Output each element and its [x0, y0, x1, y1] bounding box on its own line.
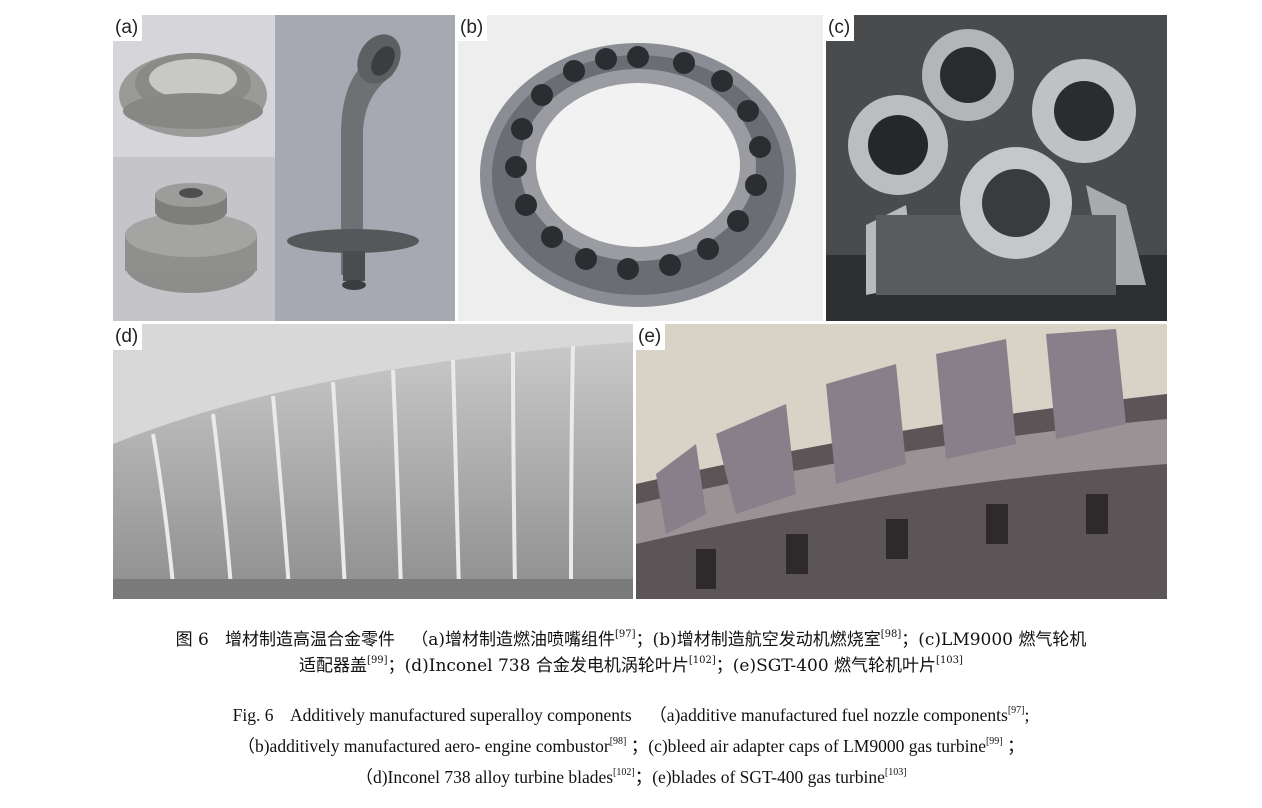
panel-b: (b) — [458, 15, 823, 321]
ref-102: [102] — [688, 655, 716, 666]
ref-97-en: [97] — [1007, 705, 1025, 716]
panel-c: (c) — [826, 15, 1167, 321]
ref-99-en: [99] — [985, 736, 1003, 747]
ref-99: [99] — [367, 655, 388, 666]
panel-label-c: (c) — [826, 15, 855, 41]
caption-en-c-end: ； — [1007, 736, 1025, 756]
caption-cn-a: （a)增材制造燃油喷嘴组件 — [411, 630, 616, 650]
figure-title-en: Additively manufactured superalloy compo… — [290, 705, 632, 725]
panel-d: (d) — [113, 324, 633, 599]
sgt400-blades-photo — [636, 324, 1167, 599]
ref-102-en: [102] — [613, 767, 635, 778]
adapter-caps-photo — [826, 15, 1167, 321]
figure-number-cn: 图 6 — [175, 630, 209, 650]
caption-en-d: （d)Inconel 738 alloy turbine blades — [355, 767, 614, 787]
ref-103-en: [103] — [884, 767, 907, 778]
caption-cn-d: ；(d)Inconel 738 合金发电机涡轮叶片 — [387, 656, 689, 676]
figure-number-en: Fig. 6 — [232, 705, 274, 725]
caption-en-a-end: ; — [1024, 705, 1030, 725]
ref-97: [97] — [615, 629, 636, 640]
caption-en-c: ；(c)bleed air adapter caps of LM9000 gas… — [630, 736, 986, 756]
caption-en-line2: （b)additively manufactured aero- engine … — [0, 733, 1262, 758]
panel-a: (a) — [113, 15, 455, 321]
caption-cn-line1: 图 6 增材制造高温合金零件 （a)增材制造燃油喷嘴组件[97]；(b)增材制造… — [0, 625, 1262, 651]
caption-en-line1: Fig. 6 Additively manufactured superallo… — [0, 702, 1262, 727]
panel-label-b: (b) — [458, 15, 488, 41]
caption-en-e: ；(e)blades of SGT-400 gas turbine — [634, 767, 885, 787]
ref-98: [98] — [880, 629, 902, 640]
fuel-nozzle-photo — [113, 15, 455, 321]
caption-en-b: （b)additively manufactured aero- engine … — [237, 736, 610, 756]
caption-cn-line2: 适配器盖[99]；(d)Inconel 738 合金发电机涡轮叶片[102]；(… — [0, 651, 1262, 677]
figure-title-cn: 增材制造高温合金零件 — [225, 630, 396, 650]
panel-label-d: (d) — [113, 324, 143, 350]
ref-103: [103] — [936, 655, 963, 666]
combustor-photo — [458, 15, 823, 321]
caption-cn-e: ；(e)SGT-400 燃气轮机叶片 — [715, 656, 937, 676]
caption-cn-b: ；(b)增材制造航空发动机燃烧室 — [635, 630, 881, 650]
caption-cn-c: ；(c)LM9000 燃气轮机 — [901, 630, 1087, 650]
panel-label-e: (e) — [636, 324, 666, 350]
turbine-blades-photo — [113, 324, 633, 599]
caption-cn-c-cont: 适配器盖 — [299, 656, 368, 676]
caption-en-a: （a)additive manufactured fuel nozzle com… — [649, 705, 1008, 725]
panel-e: (e) — [636, 324, 1167, 599]
panel-label-a: (a) — [113, 15, 143, 41]
caption-en-line3: （d)Inconel 738 alloy turbine blades[102]… — [0, 764, 1262, 789]
ref-98-en: [98] — [609, 736, 627, 747]
